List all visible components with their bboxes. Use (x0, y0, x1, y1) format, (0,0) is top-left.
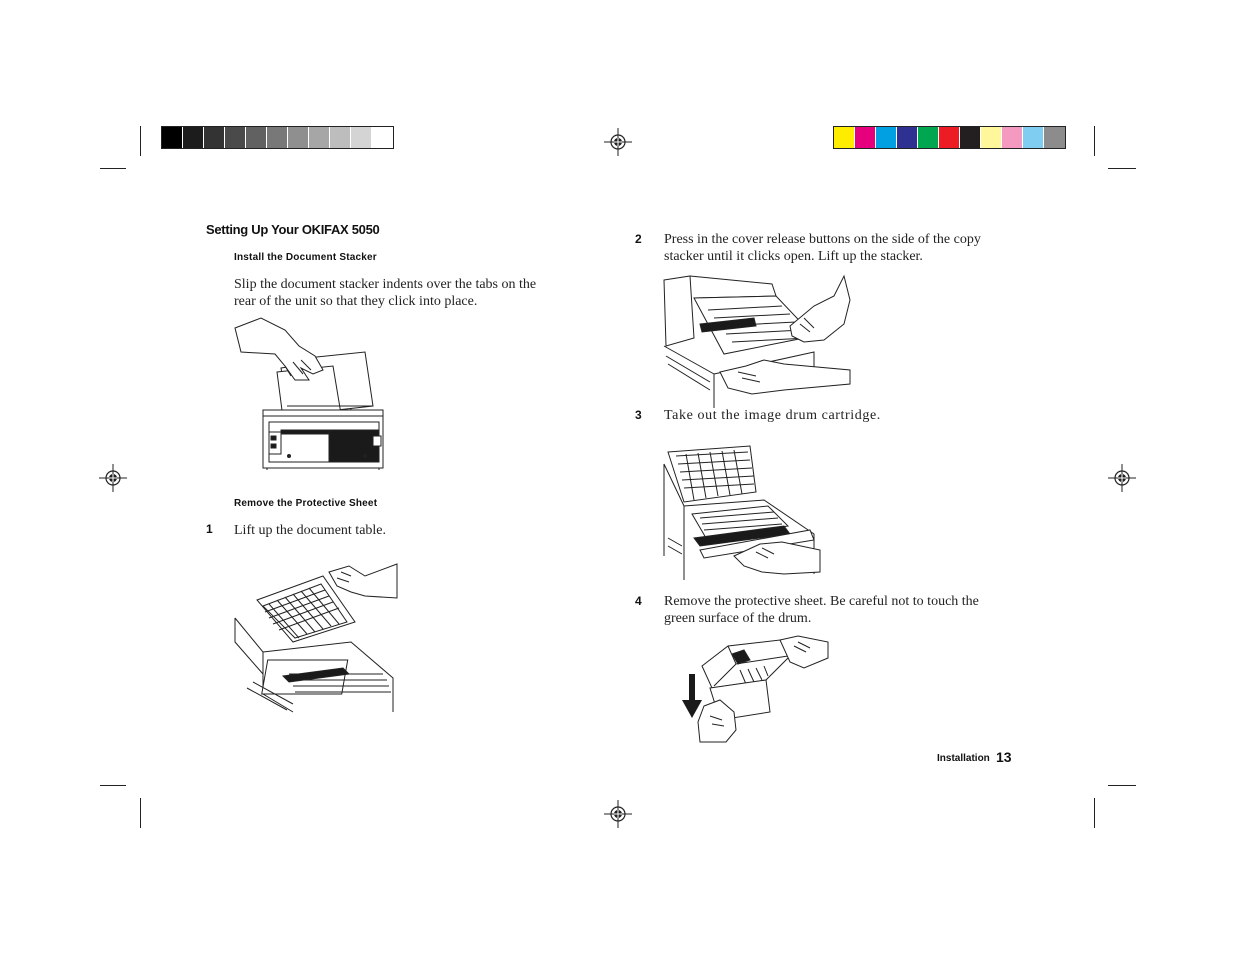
crop-mark (140, 798, 141, 828)
gray-swatch (372, 127, 393, 148)
color-calibration-bar (833, 126, 1066, 149)
step-line: green surface of the drum. (664, 611, 812, 626)
crop-mark (1094, 798, 1095, 828)
step-line: stacker until it clicks open. Lift up th… (664, 249, 923, 264)
color-swatch (855, 127, 876, 148)
color-swatch (960, 127, 981, 148)
gray-swatch (225, 127, 246, 148)
gray-swatch (246, 127, 267, 148)
step-text: Take out the image drum cartridge. (664, 407, 881, 424)
step-text: Press in the cover release buttons on th… (664, 231, 981, 265)
illustration-open-copy-stacker (664, 276, 850, 408)
illustration-lift-document-table (233, 562, 397, 712)
gray-swatch (309, 127, 330, 148)
step-text: Lift up the document table. (234, 522, 386, 539)
gray-swatch (267, 127, 288, 148)
crop-mark (100, 168, 126, 169)
gray-swatch (330, 127, 351, 148)
illustration-document-stacker (233, 318, 388, 470)
color-swatch (918, 127, 939, 148)
step-line: Take out the image drum cartridge. (664, 408, 881, 423)
page-heading: Setting Up Your OKIFAX 5050 (206, 222, 380, 237)
footer-section-label: Installation (937, 753, 990, 764)
color-swatch (1023, 127, 1044, 148)
step-number: 2 (635, 232, 642, 246)
registration-mark-icon (604, 800, 632, 828)
step-number: 4 (635, 594, 642, 608)
step-line: Remove the protective sheet. Be careful … (664, 594, 979, 609)
registration-mark-icon (1108, 464, 1136, 492)
paragraph-line: rear of the unit so that they click into… (234, 294, 478, 309)
color-swatch (876, 127, 897, 148)
color-swatch (981, 127, 1002, 148)
crop-mark (140, 126, 141, 156)
section-paragraph: Slip the document stacker indents over t… (234, 276, 536, 310)
gray-swatch (162, 127, 183, 148)
paragraph-line: Slip the document stacker indents over t… (234, 277, 537, 292)
page-number: 13 (996, 749, 1012, 765)
gray-swatch (183, 127, 204, 148)
crop-mark (1094, 126, 1095, 156)
registration-mark-icon (604, 128, 632, 156)
section-title-remove-sheet: Remove the Protective Sheet (234, 498, 378, 509)
step-text: Remove the protective sheet. Be careful … (664, 593, 979, 627)
crop-mark (1108, 785, 1136, 786)
illustration-remove-drum-cartridge (664, 446, 820, 580)
color-swatch (1044, 127, 1065, 148)
color-swatch (1002, 127, 1023, 148)
step-number: 1 (206, 522, 213, 536)
color-swatch (939, 127, 960, 148)
registration-mark-icon (99, 464, 127, 492)
gray-swatch (204, 127, 225, 148)
gray-swatch (351, 127, 372, 148)
step-number: 3 (635, 408, 642, 422)
step-line: Lift up the document table. (234, 523, 387, 538)
section-title-install-stacker: Install the Document Stacker (234, 252, 377, 263)
grayscale-calibration-bar (161, 126, 394, 149)
color-swatch (897, 127, 918, 148)
color-swatch (834, 127, 855, 148)
arrow-down-icon (682, 674, 702, 718)
crop-mark (100, 785, 126, 786)
step-line: Press in the cover release buttons on th… (664, 232, 981, 247)
illustration-remove-protective-sheet (680, 636, 828, 742)
crop-mark (1108, 168, 1136, 169)
gray-swatch (288, 127, 309, 148)
